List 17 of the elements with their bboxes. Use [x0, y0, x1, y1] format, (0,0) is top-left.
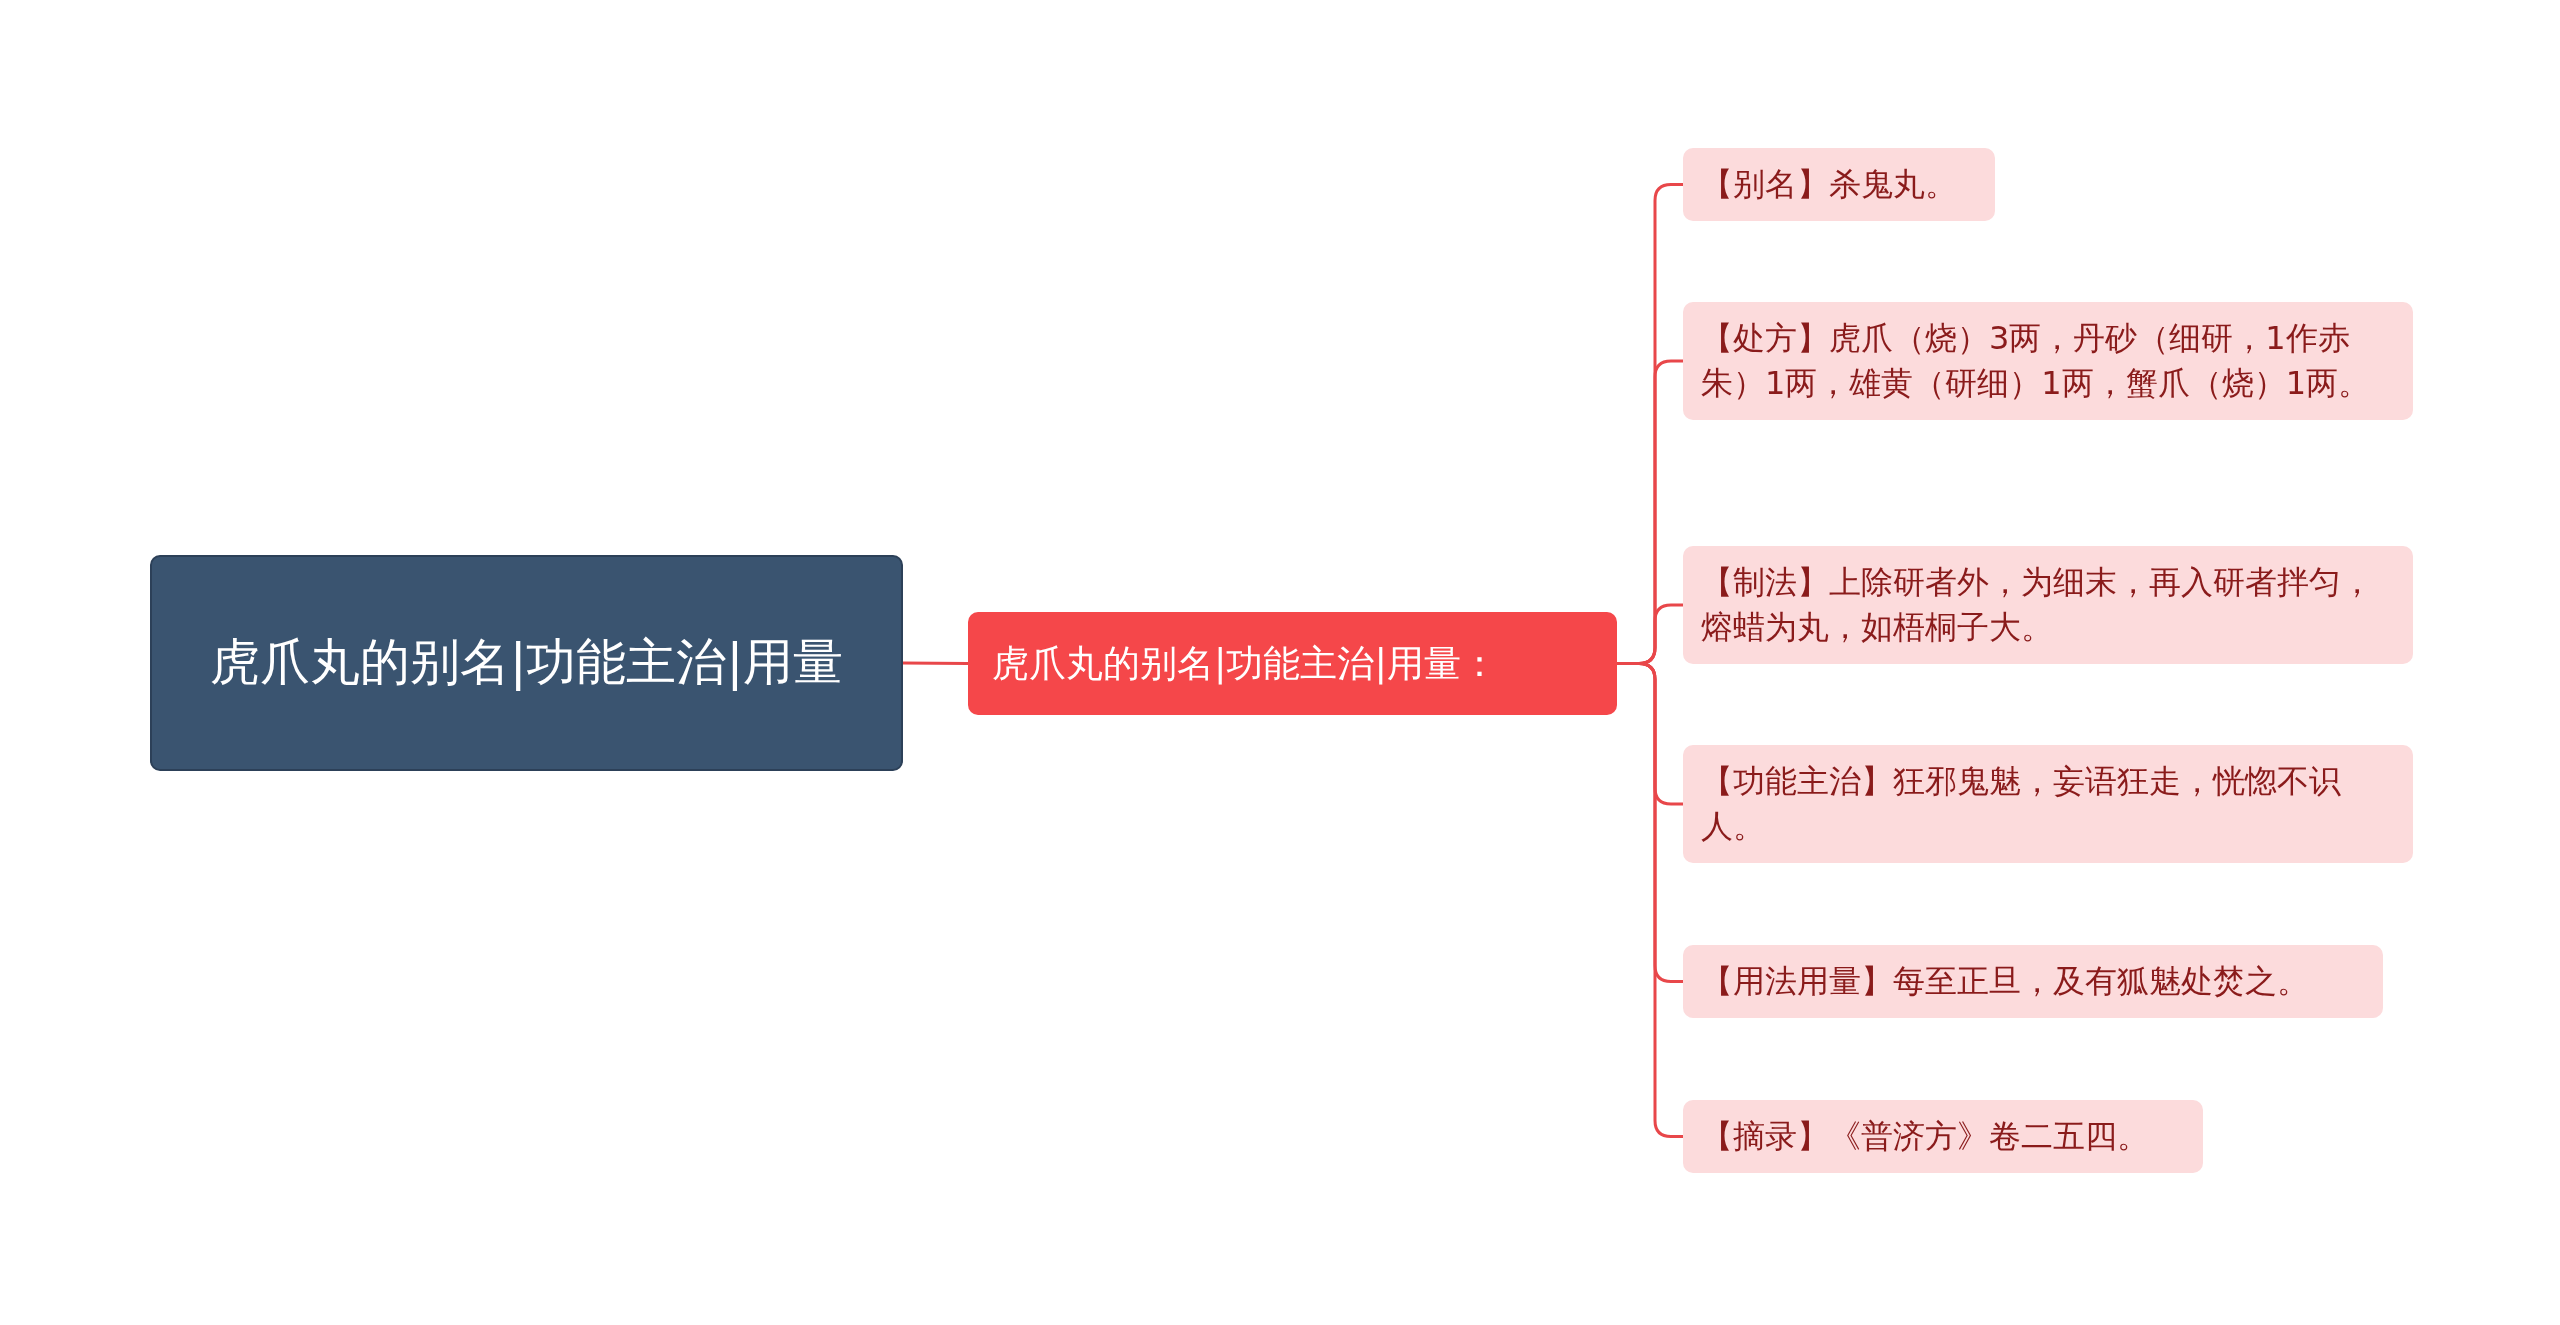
- leaf-topic-box: [1683, 745, 2413, 863]
- connector: [903, 661, 968, 665]
- topic-text: 虎爪丸的别名|功能主治|用量：: [992, 640, 1498, 687]
- topic-text: 虎爪丸的别名|功能主治|用量: [209, 632, 844, 694]
- main-branch-box: [968, 612, 1617, 715]
- leaf-topic-box: [1683, 302, 2413, 420]
- leaf-topic-box: [1683, 945, 2383, 1018]
- topic-text: 【制法】上除研者外，为细末，再入研者拌匀，熔蜡为丸，如梧桐子大。: [1701, 562, 2374, 648]
- topic-text: 【摘录】《普济方》卷二五四。: [1701, 1116, 2149, 1157]
- root-topic-box: [150, 555, 903, 771]
- topic-text: 【功能主治】狂邪鬼魅，妄语狂走，恍惚不识人。: [1701, 761, 2342, 847]
- leaf-topic-box: [1683, 1100, 2203, 1173]
- topic-text: 【处方】虎爪（烧）3两，丹砂（细研，1作赤朱）1两，雄黄（研细）1两，蟹爪（烧）1两。: [1701, 318, 2372, 404]
- leaf-topic-box: [1683, 148, 1995, 221]
- leaf-topic-box: [1683, 546, 2413, 664]
- topic-text: 【用法用量】每至正旦，及有狐魅处焚之。: [1701, 961, 2309, 1002]
- topic-text: 【别名】杀鬼丸。: [1701, 164, 1957, 205]
